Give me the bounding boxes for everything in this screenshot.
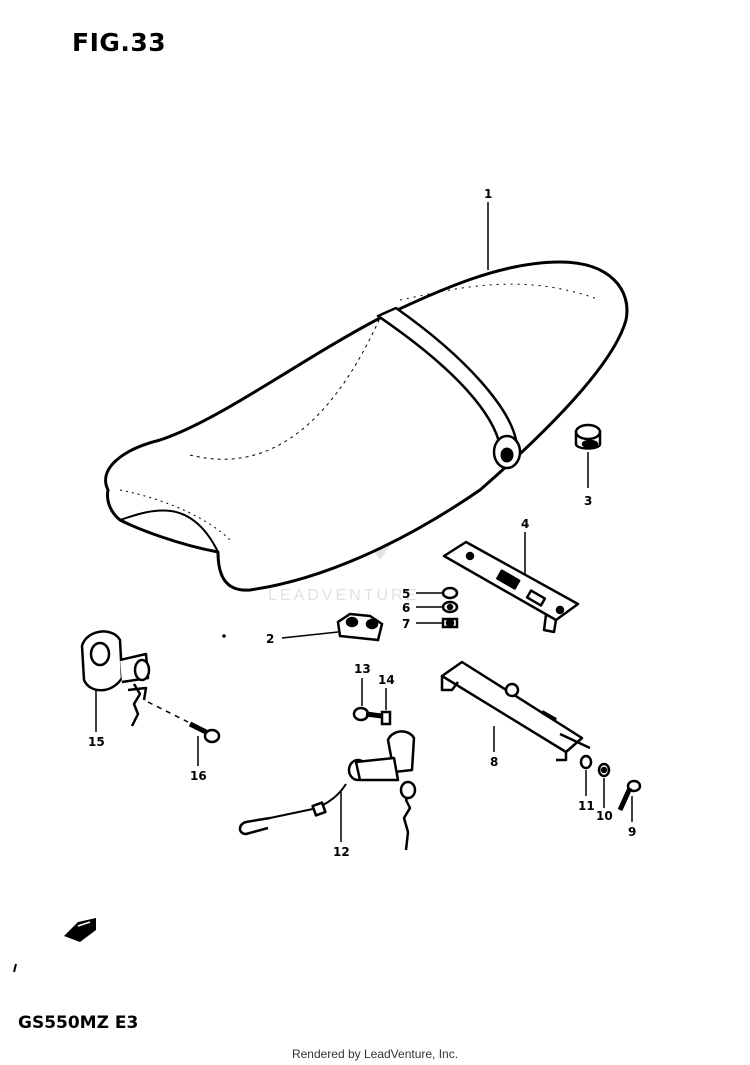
part-16-screw — [188, 721, 221, 744]
watermark-text: LEADVENTURE — [268, 587, 419, 604]
callout-4: 4 — [521, 517, 529, 531]
part-13-bolt — [352, 706, 383, 722]
callout-8: 8 — [490, 755, 498, 769]
callout-10: 10 — [596, 809, 613, 823]
part-8-hinge — [440, 660, 591, 762]
callout-7: 7 — [402, 617, 410, 631]
part-2-cushion — [336, 612, 384, 642]
front-arrow-icon — [64, 918, 96, 942]
callout-16: 16 — [190, 769, 207, 783]
part-14-nut — [380, 710, 392, 726]
figure-title: FIG.33 — [72, 28, 167, 57]
part-6-washer — [441, 600, 459, 614]
callout-11: 11 — [578, 799, 595, 813]
callout-6: 6 — [402, 601, 410, 615]
scan-speck — [13, 963, 17, 973]
part-1-seat — [104, 260, 629, 592]
callout-12: 12 — [333, 845, 350, 859]
part-9-bolt — [617, 779, 642, 812]
callout-14: 14 — [378, 673, 395, 687]
callout-15: 15 — [88, 735, 105, 749]
part-5-washer — [441, 586, 459, 600]
assembly-line — [147, 701, 189, 723]
part-7-nut — [441, 617, 459, 629]
callout-13: 13 — [354, 662, 371, 676]
model-code: GS550MZ E3 — [18, 1013, 139, 1033]
leader-lines — [95, 202, 633, 842]
part-15-helmet-lock — [80, 630, 151, 727]
scan-speck — [222, 634, 226, 638]
part-10-washer — [597, 762, 611, 778]
part-3-bumper — [574, 423, 602, 450]
callout-2: 2 — [266, 632, 274, 646]
callout-9: 9 — [628, 825, 636, 839]
callout-5: 5 — [402, 587, 410, 601]
part-11-washer — [579, 754, 593, 770]
part-12-seat-lock — [238, 730, 417, 851]
callout-1: 1 — [484, 187, 492, 201]
callout-labels: 1 2 3 4 5 6 7 8 9 10 11 12 13 14 15 16 — [88, 187, 636, 859]
footer-credit: Rendered by LeadVenture, Inc. — [291, 1047, 459, 1061]
callout-3: 3 — [584, 494, 592, 508]
part-4-bracket — [442, 540, 580, 634]
